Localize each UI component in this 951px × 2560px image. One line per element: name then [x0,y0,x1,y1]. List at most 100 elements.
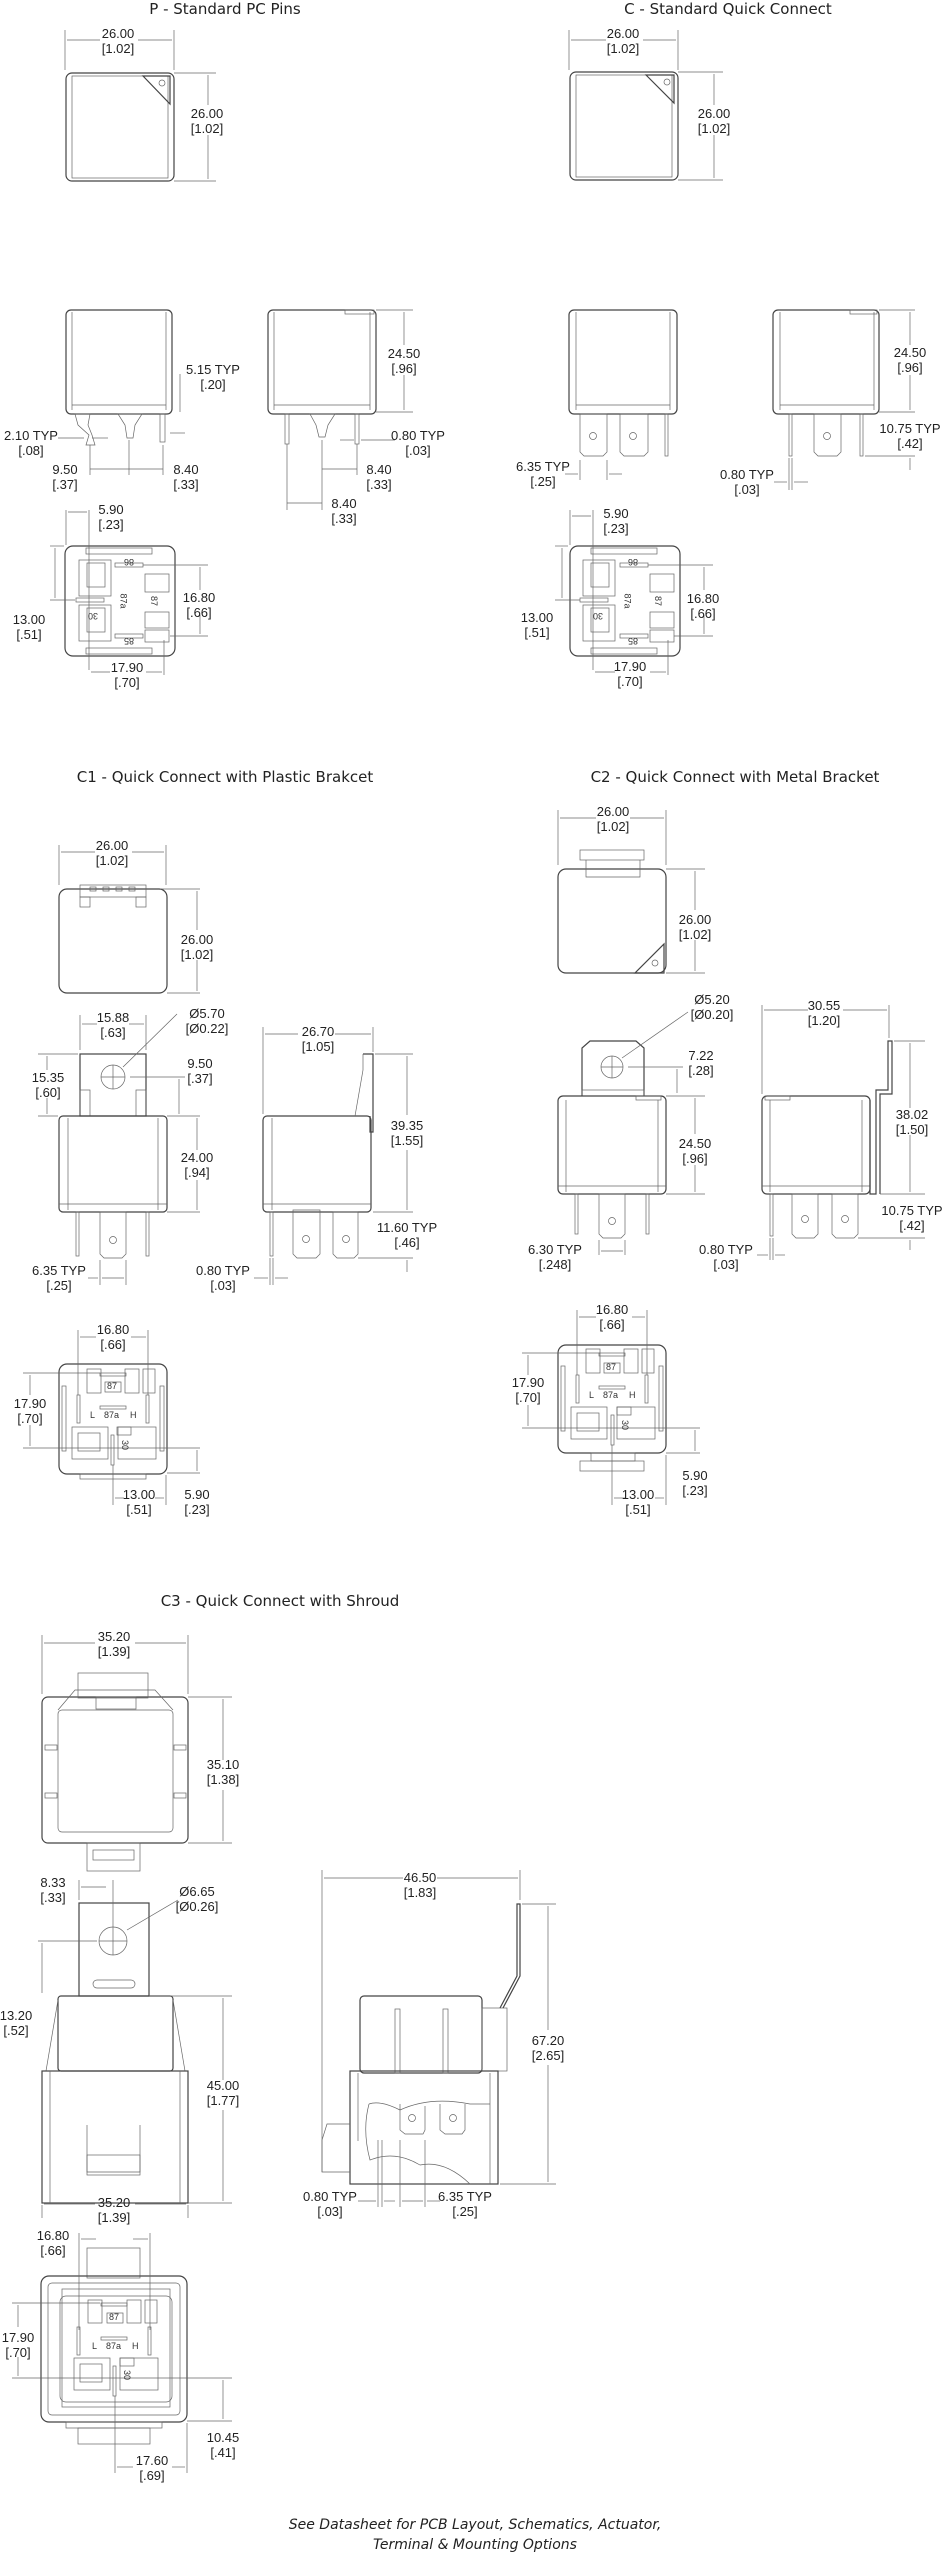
dim-c1-bottom-13: 13.00[.51] [122,1487,156,1517]
p-top-view [64,30,216,182]
c2-side-view [757,1005,925,1260]
terminal-label-85: 85 [124,636,135,646]
dim-c3-top-height: 35.10[1.38] [206,1757,240,1787]
terminal-label-86: 86 [124,557,135,567]
dim-c1-tab-width: 6.35 TYP[.25] [32,1263,86,1293]
p-side-view-a [58,309,185,475]
terminal-label-30: 30 [620,1419,631,1431]
dim-c3-bottom-16-8: 16.80[.66] [36,2228,70,2258]
dim-p-top-height: 26.00[1.02] [190,106,224,136]
dim-c2-side-width: 30.55[1.20] [807,998,841,1028]
c1-bottom-view [23,1330,200,1505]
c2-front-view [557,1011,705,1255]
dim-c2-tab-width: 6.30 TYP[.248] [528,1242,582,1272]
dim-p-bottom-16-8: 16.80[.66] [182,590,216,620]
dim-c1-top-width: 26.00[1.02] [95,838,129,868]
terminal-label-30: 30 [88,611,99,621]
dim-c-tab-width: 6.35 TYP[.25] [516,459,570,489]
terminal-label-87a: 87a [603,1390,619,1400]
terminal-label-87: 87 [653,595,664,607]
dim-p-side-pin-thickness: 0.80 TYP[.03] [391,428,445,458]
terminal-label-H: H [132,2341,139,2351]
c3-front-view [38,1880,232,2218]
dim-c-tab-length: 10.75 TYP[.42] [879,421,941,451]
dim-c2-bottom-13: 13.00[.51] [621,1487,655,1517]
dim-c2-pin-thickness: 0.80 TYP[.03] [699,1242,753,1272]
dim-c2-hole-offset: 7.22[.28] [688,1048,714,1078]
dim-c3-pin-thickness: 0.80 TYP[.03] [303,2189,357,2219]
dim-c3-bottom-17-6: 17.60[.69] [135,2453,169,2483]
section-title-c2: C2 - Quick Connect with Metal Bracket [590,768,880,786]
dim-c2-bottom-16-8: 16.80[.66] [595,1302,629,1332]
dim-c2-body-height: 24.50[.96] [678,1136,712,1166]
footer-line-1: See Datasheet for PCB Layout, Schematics… [288,2517,662,2533]
dim-c-pin-thickness: 0.80 TYP[.03] [720,467,774,497]
dim-p-bottom-17-9: 17.90[.70] [110,660,144,690]
dim-c-bottom-offset: 5.90[.23] [603,506,629,536]
c2-top-view [557,810,705,974]
dim-p-side-pitch-b: 8.40[.33] [331,496,357,526]
terminal-label-87a: 87a [118,593,129,609]
c3-side-view [321,1870,556,2207]
dim-c3-bottom-17-9: 17.90[.70] [1,2330,35,2360]
dim-c1-bottom-5-9: 5.90[.23] [184,1487,210,1517]
c2-bottom-view [522,1310,700,1505]
dim-c2-side-height: 38.02[1.50] [895,1107,929,1137]
dim-c2-bottom-17-9: 17.90[.70] [511,1375,545,1405]
dim-p-pin-length: 5.15 TYP[.20] [186,362,240,392]
dim-p-pin-width: 2.10 TYP[.08] [4,428,58,458]
dim-p-pitch-b: 8.40[.33] [173,462,199,492]
dim-p-side-pitch-a: 8.40[.33] [366,462,392,492]
dim-c3-hole-x: 8.33[.33] [40,1875,66,1905]
dim-c-bottom-17-9: 17.90[.70] [613,659,647,689]
dim-c3-top-width: 35.20[1.39] [97,1629,131,1659]
dim-c-bottom-13: 13.00[.51] [520,610,554,640]
terminal-label-L: L [90,1410,96,1420]
dim-c1-body-height: 24.00[.94] [180,1150,214,1180]
c-side-view-b [772,309,915,490]
dim-c3-side-width: 46.50[1.83] [403,1870,437,1900]
section-title-c: C - Standard Quick Connect [624,0,832,18]
footer-line-2: Terminal & Mounting Options [373,2537,577,2553]
dim-c1-bracket-height: 15.35[.60] [31,1070,65,1100]
dim-c1-top-height: 26.00[1.02] [180,932,214,962]
section-title-c3: C3 - Quick Connect with Shroud [160,1592,400,1610]
dim-c-top-height: 26.00[1.02] [697,106,731,136]
dim-c-top-width: 26.00[1.02] [606,26,640,56]
terminal-label-87a: 87a [106,2341,122,2351]
dim-c1-tab-length: 11.60 TYP[.46] [376,1220,438,1250]
c3-top-view [41,1635,232,1872]
terminal-label-87: 87 [107,1381,118,1391]
dim-c3-bottom-10-45: 10.45[.41] [206,2430,240,2460]
c1-side-view [254,1027,413,1285]
dim-c1-bracket-width: 15.88[.63] [96,1010,130,1040]
dim-p-pitch-a: 9.50[.37] [52,462,78,492]
terminal-label-30: 30 [122,2369,133,2381]
section-title-c1: C1 - Quick Connect with Plastic Brakcet [76,768,374,786]
terminal-label-30: 30 [120,1439,131,1451]
terminal-label-30: 30 [593,611,604,621]
p-bottom-view [50,510,208,675]
dim-c-side-height: 24.50[.96] [893,345,927,375]
dim-c3-hole-diameter: Ø6.65[Ø0.26] [175,1884,219,1914]
dim-c3-tab-width: 6.35 TYP[.25] [438,2189,492,2219]
dim-p-bottom-13: 13.00[.51] [12,612,46,642]
dim-p-top-width: 26.00[1.02] [101,26,135,56]
c-bottom-view [555,510,713,675]
dim-c2-bottom-5-9: 5.90[.23] [682,1468,708,1498]
terminal-label-H: H [130,1410,137,1420]
terminal-label-87: 87 [606,1362,617,1372]
dim-c1-side-width: 26.70[1.05] [301,1024,335,1054]
dim-c1-hole-offset: 9.50[.37] [187,1056,213,1086]
dim-p-bottom-offset: 5.90[.23] [98,502,124,532]
terminal-label-L: L [92,2341,98,2351]
terminal-label-H: H [629,1390,636,1400]
dim-c2-top-width: 26.00[1.02] [596,804,630,834]
dim-c1-side-height: 39.35[1.55] [390,1118,424,1148]
terminal-label-87a: 87a [104,1410,120,1420]
c3-bottom-view [12,2233,232,2473]
terminal-label-85: 85 [628,636,639,646]
c1-front-view [38,1013,200,1285]
c-top-view [568,30,723,181]
